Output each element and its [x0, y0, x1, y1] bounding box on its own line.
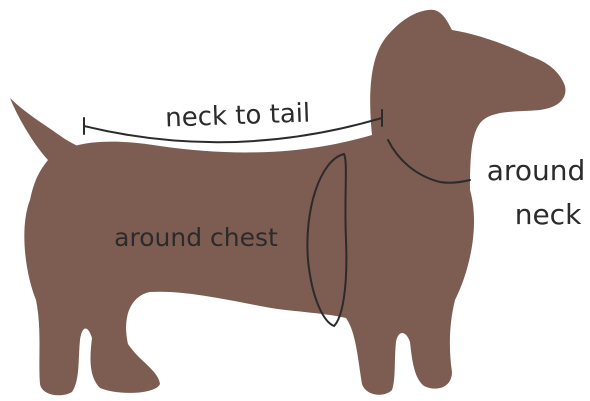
dog-silhouette — [10, 10, 565, 396]
dog-body — [24, 134, 474, 396]
around-chest-label: around chest — [114, 223, 278, 252]
around-neck-label-line1: around — [487, 154, 585, 187]
neck-to-tail-label: neck to tail — [165, 98, 311, 133]
around-neck-label-line2: neck — [515, 198, 582, 231]
